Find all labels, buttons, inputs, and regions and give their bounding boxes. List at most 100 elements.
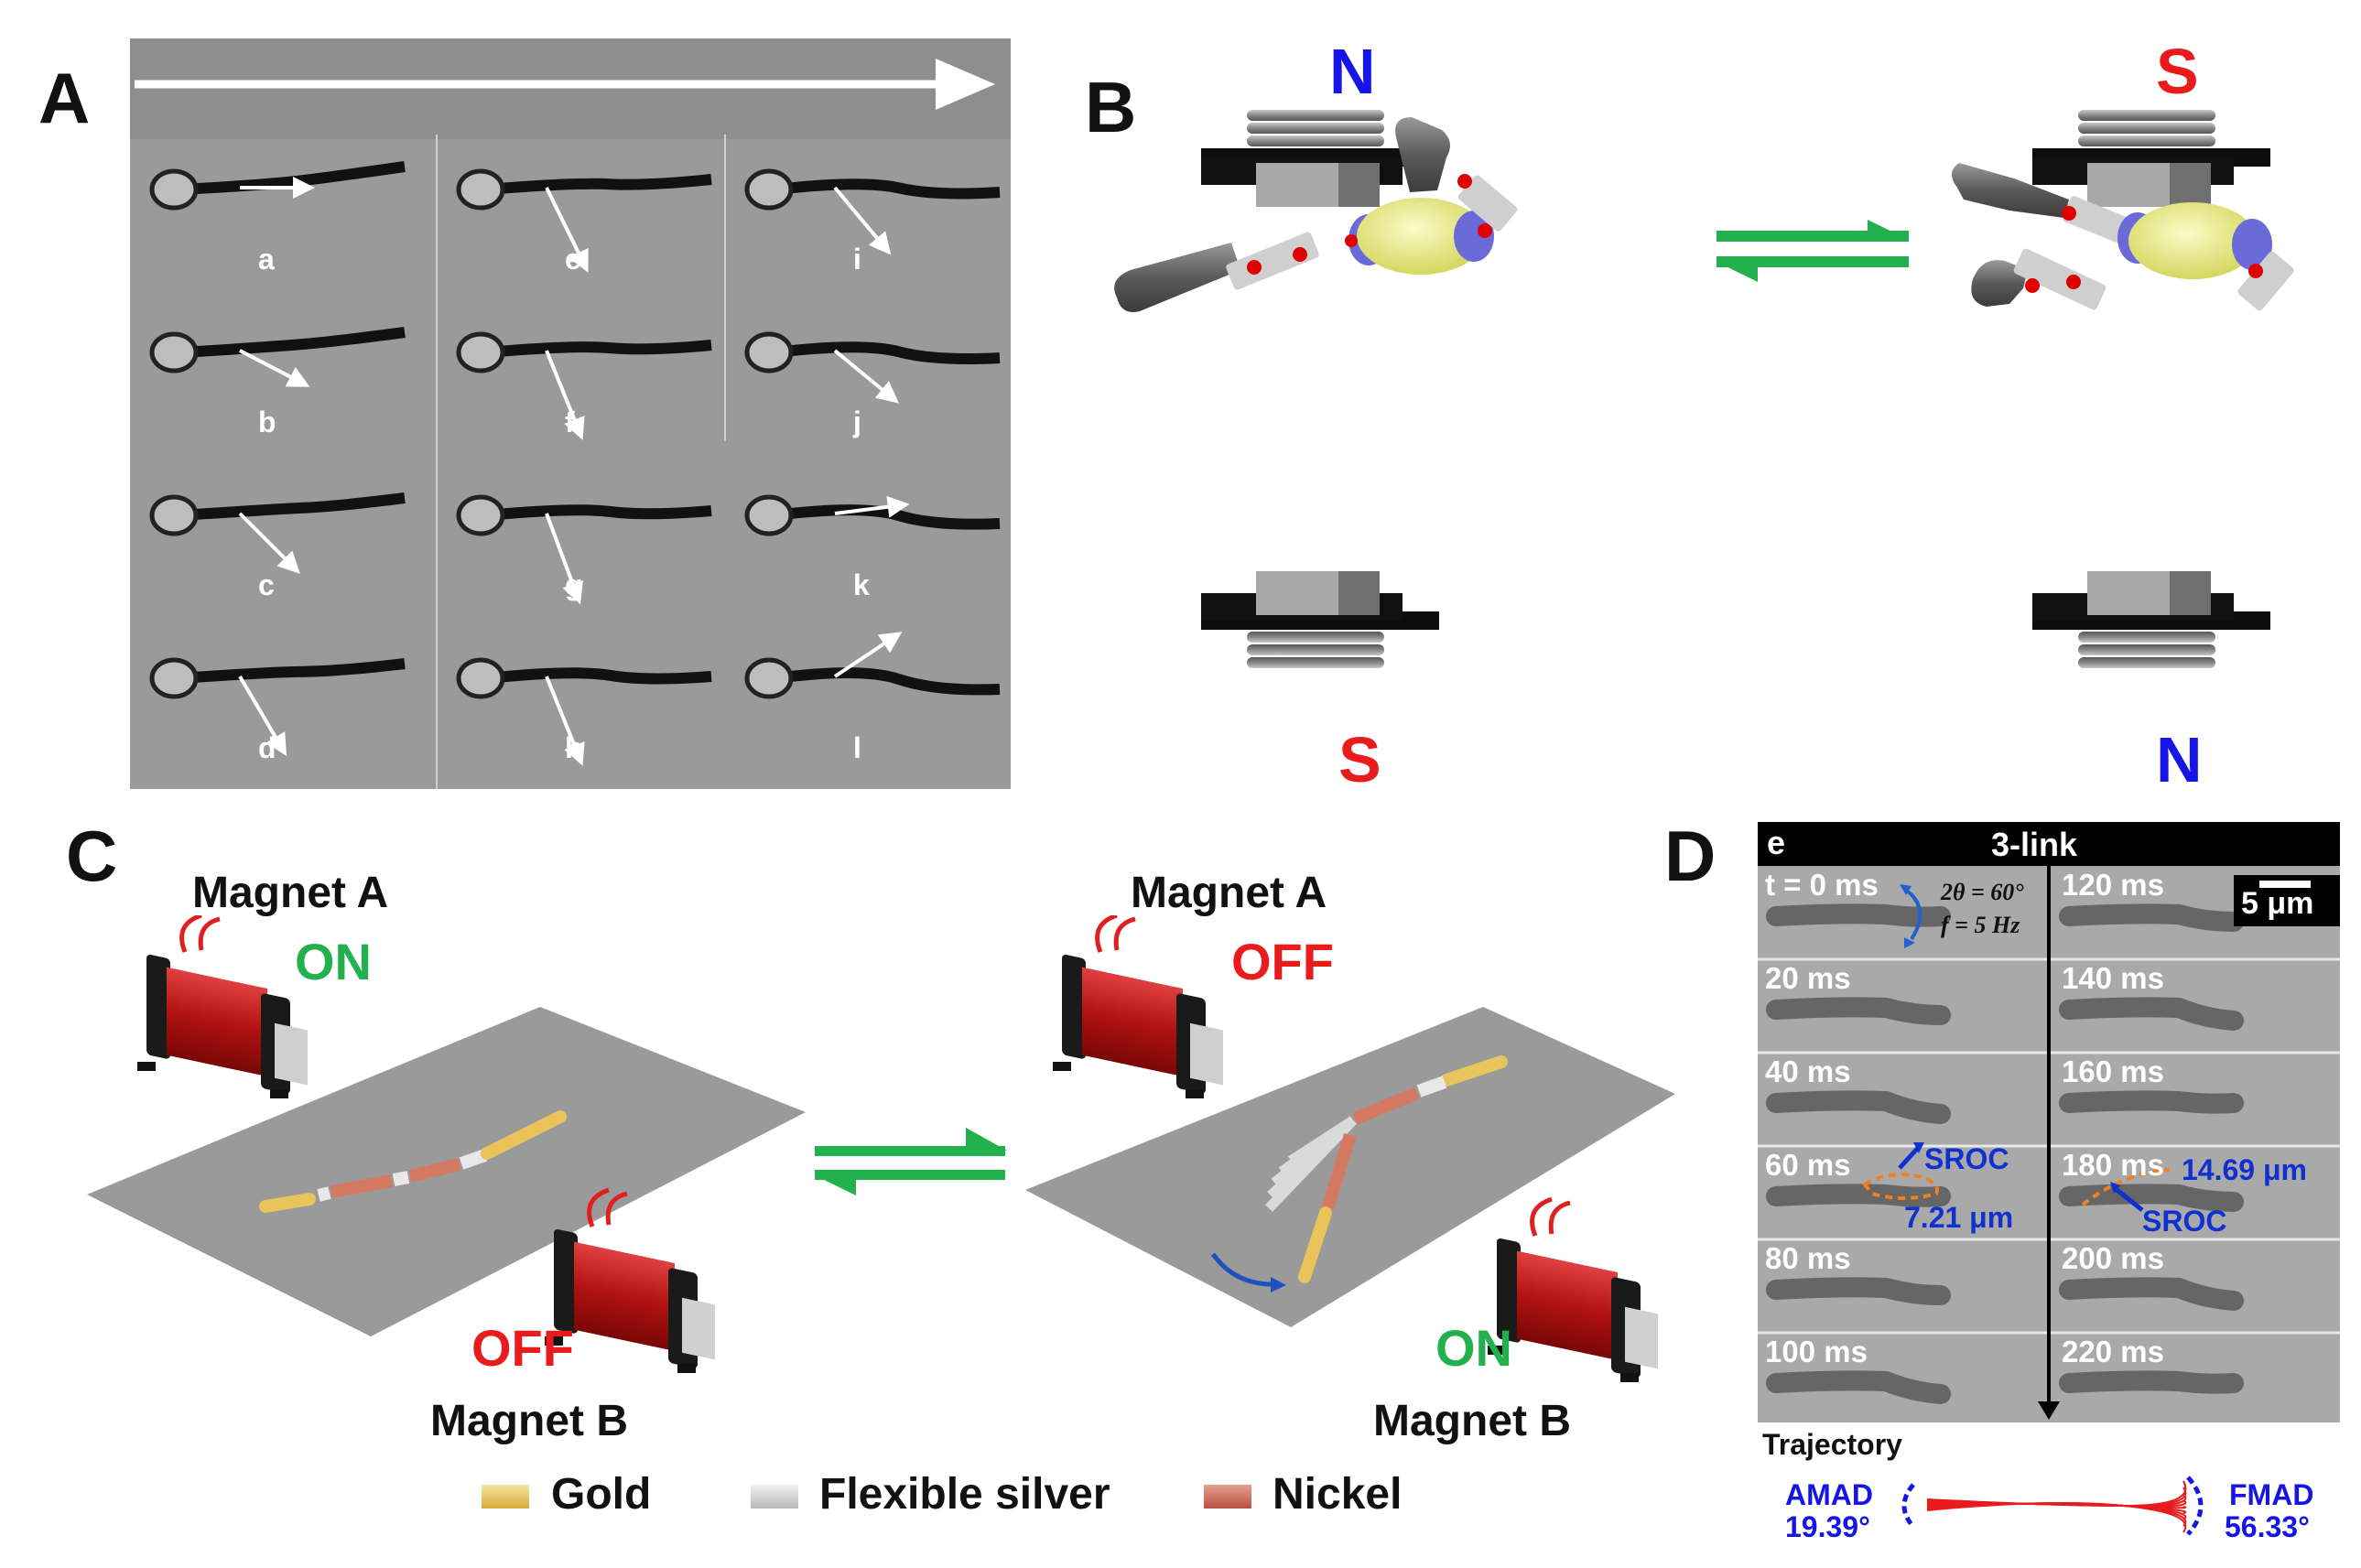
swimmer-silhouette	[1766, 997, 1951, 1025]
direction-arrow	[238, 675, 287, 756]
time-left-0: t = 0 ms	[1765, 868, 1879, 902]
direction-arrow	[833, 632, 903, 678]
swimmer-silhouette	[1766, 1370, 1951, 1404]
swimmer-silhouette	[1766, 1184, 1951, 1207]
freq-label: f = 5 Hz	[1941, 912, 2020, 938]
time-left-3: 60 ms	[1765, 1148, 1851, 1182]
frame-label-g: g	[565, 568, 583, 601]
sperm-tail	[179, 327, 406, 358]
cell-head	[456, 168, 505, 211]
time-left-2: 40 ms	[1765, 1054, 1851, 1088]
time-left-1: 20 ms	[1765, 961, 1851, 995]
sperm-tail	[774, 341, 1001, 365]
pole-left-bottom: S	[1338, 724, 1381, 795]
sroc-right-label: SROC	[2142, 1205, 2227, 1238]
cell-head	[744, 331, 794, 373]
legend-gold-swatch	[482, 1485, 529, 1509]
electromagnet-left-bottom	[1201, 571, 1439, 668]
fmad-value: 56.33°	[2225, 1510, 2310, 1543]
direction-arrow	[545, 350, 585, 440]
swimmer-silhouette	[1766, 1277, 1951, 1305]
direction-arrow	[545, 187, 589, 273]
panel-d-letter: D	[1664, 816, 1717, 896]
electromagnet-right-top	[2032, 110, 2270, 207]
left-magnet-b-state: OFF	[471, 1319, 574, 1377]
direction-arrow	[545, 513, 583, 605]
frame-label-i: i	[853, 243, 861, 276]
panel-a-microscopy	[130, 38, 1011, 789]
frame-label-d: d	[258, 731, 276, 764]
swimmer-right	[1951, 163, 2294, 311]
swimmer-silhouette	[2059, 903, 2244, 932]
frame-label-h: h	[565, 731, 583, 764]
time-right-0: 120 ms	[2062, 868, 2164, 902]
swimmer-left	[1114, 117, 1518, 312]
swimmer-silhouette	[2059, 1184, 2244, 1212]
swimmer-silhouette	[2059, 997, 2244, 1031]
right-nanowire	[1210, 1055, 1508, 1292]
cell-head	[456, 657, 505, 699]
right-magnet-b-label: Magnet B	[1373, 1397, 1571, 1445]
legend-gold-label: Gold	[551, 1470, 652, 1519]
equilibrium-arrows-c	[815, 1128, 1007, 1195]
time-right-5: 220 ms	[2062, 1335, 2164, 1368]
panel-b-illustration	[1114, 110, 2294, 668]
left-nanowire	[259, 1110, 567, 1213]
right-plate	[1025, 1007, 1675, 1327]
frame-label-c: c	[258, 568, 275, 601]
panel-d-tag: e	[1767, 824, 1786, 861]
sperm-tail	[774, 178, 1001, 200]
direction-arrow	[239, 349, 310, 387]
right-magnet-a-label: Magnet A	[1131, 869, 1327, 917]
direction-arrow	[545, 676, 585, 766]
magnet-a-right	[1053, 915, 1223, 1098]
time-right-2: 160 ms	[2062, 1054, 2164, 1088]
left-magnet-b-label: Magnet B	[430, 1397, 628, 1445]
equilibrium-arrows-b	[1717, 220, 1909, 282]
cell-head	[456, 494, 505, 536]
trajectory-label: Trajectory	[1762, 1428, 1902, 1461]
magnet-b-right	[1488, 1199, 1658, 1382]
cell-head	[149, 168, 199, 211]
sperm-tail	[486, 504, 712, 521]
sperm-tail	[486, 667, 712, 685]
pole-right-top: S	[2156, 36, 2199, 107]
cell-head	[149, 331, 199, 373]
electromagnet-right-bottom	[2032, 571, 2270, 668]
angle-label: 2θ = 60°	[1941, 879, 2024, 905]
cell-head	[149, 657, 199, 699]
trajectory-plot	[1901, 1476, 2204, 1536]
panel-c-letter: C	[66, 816, 118, 896]
panel-a-letter: A	[38, 58, 91, 138]
swimmer-silhouette	[2059, 1370, 2244, 1394]
sperm-tail	[774, 667, 1001, 696]
left-magnet-a-label: Magnet A	[192, 869, 389, 917]
trajectory-line	[1926, 1501, 2187, 1533]
sperm-tail	[486, 340, 712, 358]
time-right-4: 200 ms	[2062, 1241, 2164, 1275]
right-magnet-a-state: OFF	[1231, 933, 1334, 990]
frame-label-a: a	[258, 243, 275, 276]
direction-arrow	[833, 349, 899, 404]
amad-value: 19.39°	[1785, 1510, 1870, 1543]
sperm-tail	[179, 658, 406, 684]
right-magnet-b-state: ON	[1435, 1319, 1512, 1377]
time-left-5: 100 ms	[1765, 1335, 1868, 1368]
frame-label-k: k	[853, 568, 870, 601]
panel-b-letter: B	[1085, 67, 1137, 147]
cell-head	[456, 331, 505, 373]
fmad-label: FMAD	[2229, 1478, 2314, 1511]
panel-d-labels: t = 0 ms 20 ms 40 ms 60 ms 80 ms 100 ms …	[1758, 866, 2340, 1424]
sperm-tail	[179, 492, 406, 521]
panel-d-title: 3-link	[1991, 826, 2078, 863]
amad-label: AMAD	[1785, 1478, 1873, 1511]
legend-nickel-swatch	[1204, 1485, 1251, 1509]
cell-head	[744, 494, 794, 536]
pole-left-top: N	[1329, 36, 1376, 107]
frame-label-f: f	[565, 406, 575, 438]
cell-head	[744, 168, 794, 211]
left-magnet-a-state: ON	[295, 933, 372, 990]
legend-silver-swatch	[751, 1485, 798, 1509]
frame-label-b: b	[258, 406, 276, 438]
